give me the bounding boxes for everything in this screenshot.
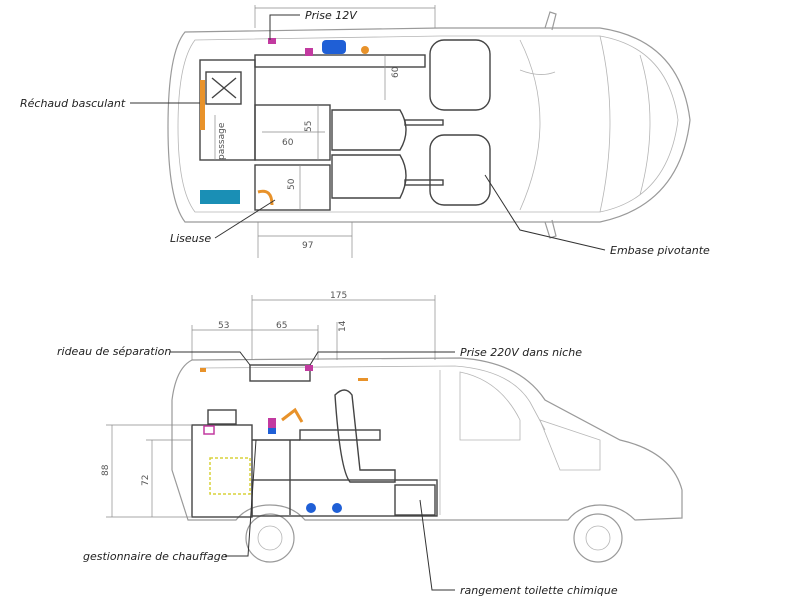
- side-table: [299, 429, 381, 441]
- driver-seat: [429, 39, 491, 111]
- side-kitchen-cabinet: [191, 424, 253, 518]
- prise-220v-label: Prise 220V dans niche: [460, 346, 582, 359]
- dim-60-table: 60: [282, 138, 294, 148]
- upper-cabinet: [254, 54, 426, 68]
- side-heater-duct: [281, 407, 304, 423]
- stove: [205, 71, 242, 105]
- toilet-storage: [394, 484, 436, 516]
- top-van-outline: [167, 27, 691, 223]
- gestionnaire-chauffage-label: gestionnaire de chauffage: [83, 550, 228, 563]
- side-upper-cabinet: [249, 364, 311, 382]
- prise-12v-label: Prise 12V: [305, 9, 358, 22]
- dim-65: 65: [276, 321, 287, 331]
- plug-12v-marker: [268, 38, 276, 44]
- bench: [254, 164, 331, 211]
- side-van-outline: [171, 357, 683, 521]
- rideau-separation-label: rideau de séparation: [57, 345, 171, 358]
- gas-bottle: [322, 40, 346, 54]
- rangement-toilette-label: rangement toilette chimique: [460, 584, 618, 597]
- rear-seat-2: [331, 154, 407, 199]
- dim-72: 72: [141, 475, 151, 486]
- table: [254, 104, 331, 161]
- front-wheel: [573, 513, 623, 563]
- rear-wheel: [245, 513, 295, 563]
- kitchen-block: [199, 59, 256, 161]
- dim-53: 53: [218, 321, 229, 331]
- passenger-seat: [429, 134, 491, 206]
- liseuse-label: Liseuse: [170, 232, 211, 245]
- dim-175: 175: [330, 291, 347, 301]
- dim-14: 14: [338, 320, 348, 332]
- dim-97: 97: [302, 241, 313, 251]
- rear-seat-1: [331, 109, 407, 151]
- dim-55: 55: [304, 121, 314, 132]
- heater-box: [200, 190, 240, 204]
- side-rear-seat: [334, 389, 396, 483]
- cooler-box: [209, 457, 251, 495]
- embase-pivotante-label: Embase pivotante: [610, 244, 710, 257]
- stove-hinge-orange: [200, 80, 205, 130]
- top-view: passage 60 60 55 50 97 Pr: [20, 5, 710, 258]
- dim-88: 88: [101, 464, 111, 476]
- dim-60-vertical: 60: [391, 66, 401, 78]
- side-view: 175 53 65 14 88 72 rideau de séparation …: [57, 291, 683, 597]
- dim-50: 50: [287, 178, 297, 190]
- rechaud-basculant-label: Réchaud basculant: [20, 97, 126, 110]
- passage-label: passage: [217, 122, 227, 160]
